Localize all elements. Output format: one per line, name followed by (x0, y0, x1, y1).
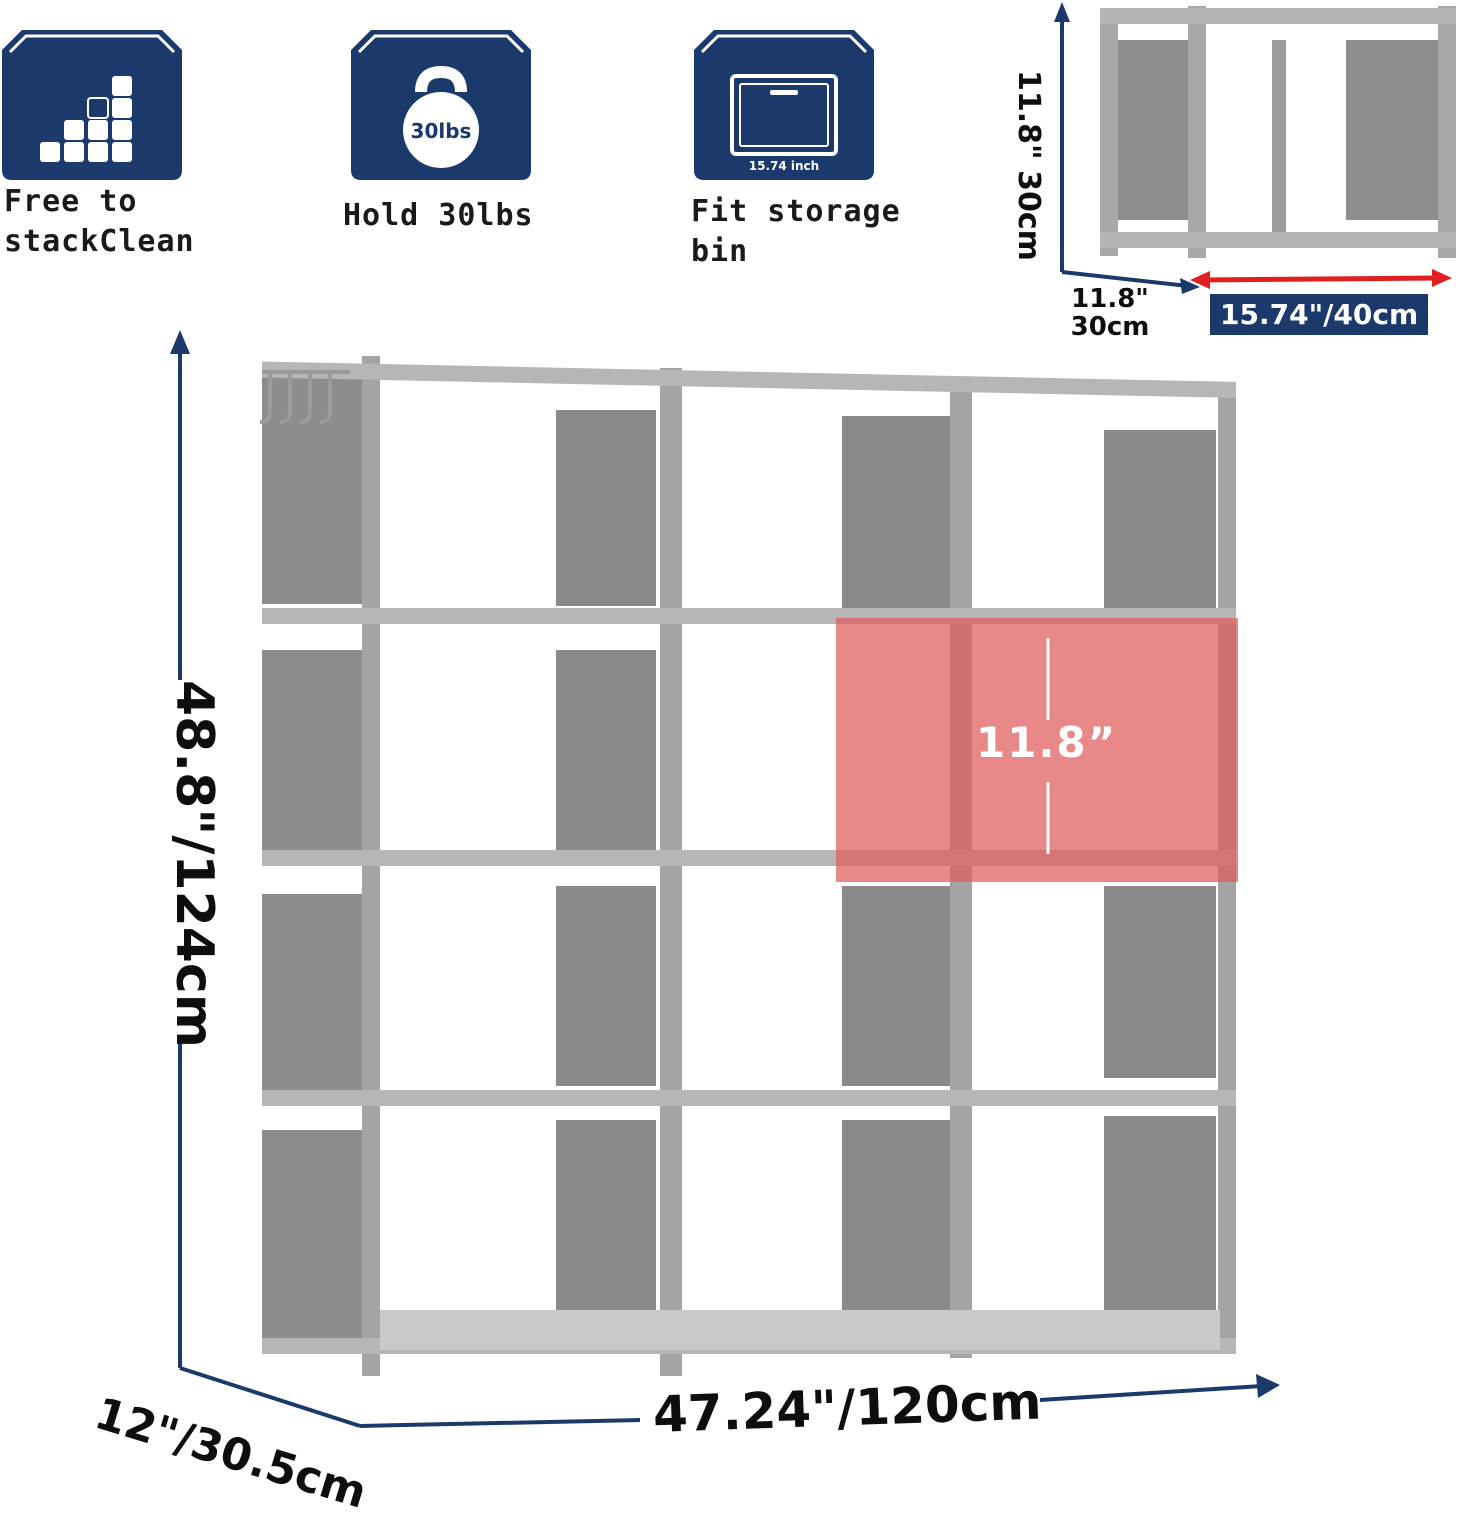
feature-label-bin-line2: bin (691, 234, 749, 269)
feature-label-weight-line1: Hold 30lbs (343, 198, 534, 233)
shelf-height-label: 48.8"/124cm (164, 680, 224, 1048)
feature-label-weight: Hold 30lbs (343, 196, 534, 236)
single-cube-depth-line1: 11.8" (1071, 284, 1149, 314)
single-cube-height-label: 11.8" 30cm (1011, 70, 1046, 261)
single-cube-width-badge: 15.74"/40cm (1210, 294, 1429, 335)
feature-label-bin: Fit storage bin (691, 192, 901, 272)
stack-feature-icon-box (2, 30, 182, 180)
feature-label-stack-line2: stackClean (4, 224, 195, 259)
single-cube-diagram (1054, 2, 1456, 294)
kettlebell-weight-text: 30lbs (411, 119, 472, 143)
kettlebell-icon: 30lbs (351, 30, 531, 180)
bin-feature-icon-box: 15.74 inch (694, 30, 874, 180)
bin-width-text: 15.74 inch (749, 159, 819, 173)
stack-icon (2, 30, 182, 180)
shelf-diagram (170, 330, 1280, 1428)
feature-label-stack: Free to stackClean (4, 182, 195, 262)
highlighted-cube-height-label: 11.8” (976, 718, 1118, 767)
feature-label-bin-line1: Fit storage (691, 194, 901, 229)
feature-label-stack-line1: Free to (4, 184, 138, 219)
storage-bin-icon: 15.74 inch (694, 30, 874, 180)
single-cube-depth-label: 11.8" 30cm (1060, 285, 1160, 341)
single-cube-depth-line2: 30cm (1070, 312, 1150, 342)
weight-feature-icon-box: 30lbs (351, 30, 531, 180)
